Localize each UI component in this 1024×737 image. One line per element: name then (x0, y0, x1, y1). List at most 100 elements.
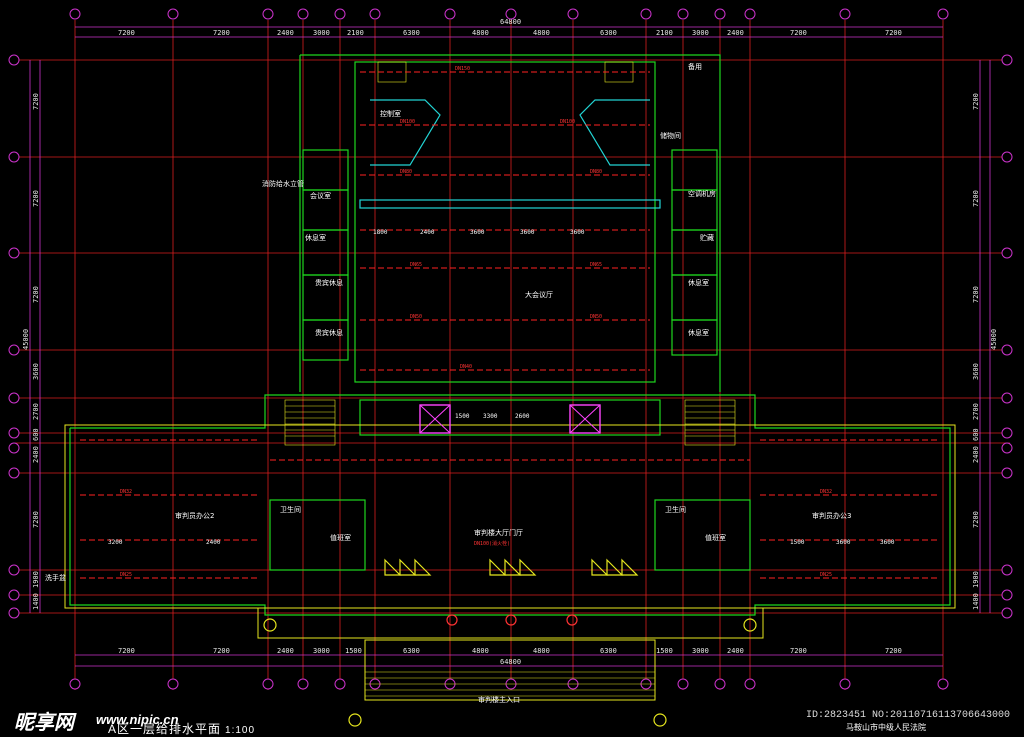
top-dim-chain: 7200 7200 2400 3000 2100 6300 4800 4800 … (118, 29, 902, 37)
elevator-left (419, 404, 451, 434)
entrance-columns (263, 614, 757, 727)
svg-text:3600: 3600 (32, 363, 40, 380)
svg-text:3600: 3600 (972, 363, 980, 380)
axis-bubbles-right (1001, 54, 1013, 619)
room-office-right: 审判员办公3 (812, 511, 851, 520)
svg-text:7200: 7200 (32, 511, 40, 528)
svg-text:7200: 7200 (790, 29, 807, 37)
svg-text:3300: 3300 (483, 413, 498, 420)
svg-text:空调机房: 空调机房 (688, 189, 716, 198)
svg-text:2400: 2400 (420, 229, 435, 236)
svg-text:贵宾休息: 贵宾休息 (315, 278, 343, 287)
svg-text:7200: 7200 (885, 29, 902, 37)
svg-text:DN32: DN32 (120, 489, 132, 495)
svg-text:DN25: DN25 (820, 572, 832, 578)
svg-text:贮藏: 贮藏 (700, 233, 714, 242)
svg-text:1500: 1500 (345, 647, 362, 655)
building-walls (69, 54, 951, 616)
watermark-url: www.nipic.cn (96, 712, 179, 727)
svg-text:DN32: DN32 (820, 489, 832, 495)
svg-text:1500: 1500 (656, 647, 673, 655)
axis-bubbles-left (8, 54, 20, 619)
left-dim-chain: 7200 7200 7200 3600 2700 600 2400 7200 1… (22, 93, 40, 610)
svg-text:2400: 2400 (206, 539, 221, 546)
svg-text:4800: 4800 (472, 647, 489, 655)
svg-text:休息室: 休息室 (305, 233, 326, 242)
company-note: 马鞍山市中级人民法院 (846, 723, 926, 732)
pipe-size-labels: DN150 DN100 DN100 DN80 DN80 DN65 DN65 DN… (120, 66, 832, 578)
svg-text:6300: 6300 (600, 647, 617, 655)
stair-right (684, 399, 736, 446)
svg-text:7200: 7200 (972, 93, 980, 110)
room-office-left: 审判员办公2 (175, 511, 214, 520)
dimension-lines (29, 26, 991, 667)
axis-bubbles-top (69, 8, 949, 20)
svg-text:2400: 2400 (727, 29, 744, 37)
svg-text:7200: 7200 (972, 286, 980, 303)
svg-text:2700: 2700 (972, 403, 980, 420)
svg-text:休息室: 休息室 (688, 278, 709, 287)
svg-text:7200: 7200 (32, 286, 40, 303)
svg-text:DN65: DN65 (410, 262, 422, 268)
svg-text:1500: 1500 (790, 539, 805, 546)
svg-text:3600: 3600 (836, 539, 851, 546)
svg-text:7200: 7200 (118, 647, 135, 655)
svg-text:1500: 1500 (455, 413, 470, 420)
svg-text:DN80: DN80 (590, 169, 602, 175)
svg-text:DN150: DN150 (455, 66, 470, 72)
svg-text:消防给水立管: 消防给水立管 (262, 179, 304, 188)
svg-text:3000: 3000 (692, 647, 709, 655)
svg-text:DN50: DN50 (410, 314, 422, 320)
right-dim-chain: 7200 7200 7200 3600 2700 600 2400 7200 1… (972, 93, 998, 610)
svg-text:6300: 6300 (403, 647, 420, 655)
svg-text:3000: 3000 (313, 29, 330, 37)
svg-text:7200: 7200 (213, 647, 230, 655)
elevator-right (569, 404, 601, 434)
svg-text:3600: 3600 (880, 539, 895, 546)
svg-text:1800: 1800 (373, 229, 388, 236)
room-labels: 大会议厅 审判楼大厅门厅 DN100(消火栓) 审判员办公2 审判员办公3 会议… (45, 62, 851, 704)
svg-text:会议室: 会议室 (310, 191, 331, 200)
drawing-scale: 1:100 (225, 725, 256, 736)
stage-outline (359, 99, 661, 209)
svg-text:7200: 7200 (213, 29, 230, 37)
bottom-dim-chain: 7200 7200 2400 3000 1500 6300 4800 4800 … (118, 647, 902, 666)
entrance-doors (384, 558, 639, 576)
svg-text:1400: 1400 (972, 593, 980, 610)
hall-inner-dims: 1800 2400 3600 3600 3600 1500 3300 2600 … (108, 229, 895, 546)
room-lobby: 审判楼大厅门厅 (474, 528, 523, 537)
svg-text:7200: 7200 (885, 647, 902, 655)
svg-text:卫生间: 卫生间 (665, 505, 686, 514)
svg-text:DN100: DN100 (400, 119, 415, 125)
svg-text:7200: 7200 (790, 647, 807, 655)
svg-text:DN40: DN40 (460, 364, 472, 370)
svg-text:1900: 1900 (972, 571, 980, 588)
svg-text:6300: 6300 (600, 29, 617, 37)
stair-left (284, 399, 336, 446)
right-total-dim: 45000 (990, 329, 998, 350)
left-total-dim: 45000 (22, 329, 30, 350)
svg-text:DN80: DN80 (400, 169, 412, 175)
svg-text:贵宾休息: 贵宾休息 (315, 328, 343, 337)
svg-text:7200: 7200 (32, 93, 40, 110)
watermark-logo: 昵享网 (14, 712, 74, 734)
svg-text:DN65: DN65 (590, 262, 602, 268)
svg-text:7200: 7200 (118, 29, 135, 37)
room-lobby-sub: DN100(消火栓) (474, 540, 510, 547)
water-pipes (80, 71, 940, 579)
svg-text:控制室: 控制室 (380, 109, 401, 118)
svg-text:2400: 2400 (727, 647, 744, 655)
svg-text:储物间: 储物间 (660, 131, 681, 140)
svg-text:2600: 2600 (515, 413, 530, 420)
svg-text:1400: 1400 (32, 593, 40, 610)
svg-text:2100: 2100 (347, 29, 364, 37)
svg-text:2700: 2700 (32, 403, 40, 420)
svg-text:2100: 2100 (656, 29, 673, 37)
svg-text:7200: 7200 (972, 511, 980, 528)
drawing-title-text: A区一层给排水平面 (108, 722, 222, 736)
svg-text:2400: 2400 (32, 446, 40, 463)
top-total-dim: 64800 (500, 18, 521, 26)
svg-text:600: 600 (972, 428, 980, 441)
svg-text:休息室: 休息室 (688, 328, 709, 337)
